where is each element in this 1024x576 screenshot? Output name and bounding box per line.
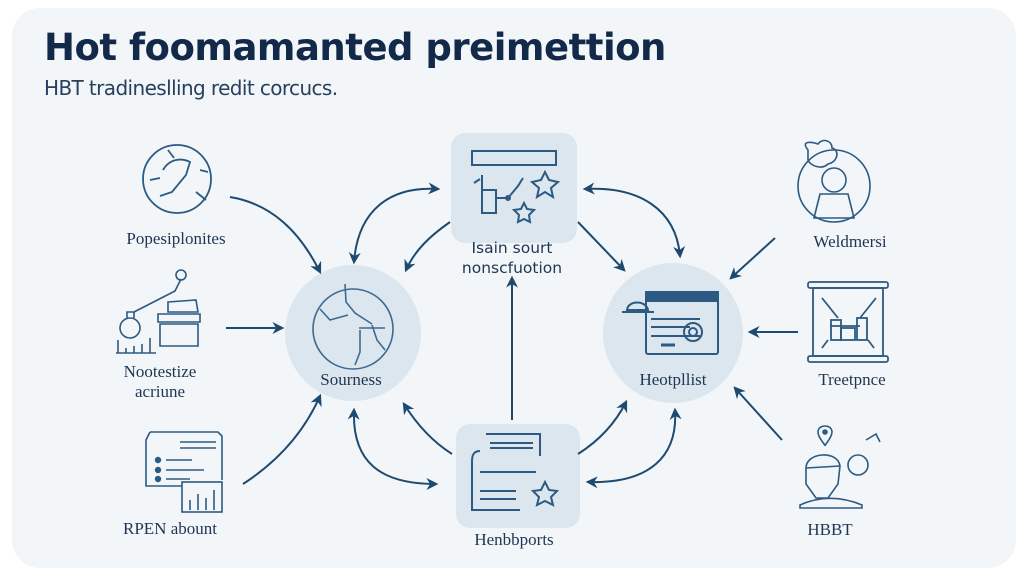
node-right-label: Heotpllist xyxy=(639,370,707,389)
node-left-label: Sourness xyxy=(320,370,382,389)
arrow-right-bottom xyxy=(733,386,783,441)
node-top-label: Isain sourt nonscfuotion xyxy=(462,238,562,278)
arrow-top-left-loop xyxy=(348,182,441,265)
presentation-board-icon xyxy=(807,281,889,363)
arrow-right-top xyxy=(729,237,776,280)
left-node-1-label: Popesiplonites xyxy=(126,229,226,248)
arrow-left-top xyxy=(229,196,322,275)
arrow-top-right-loop xyxy=(582,182,686,259)
arrow-bottom-left-loop xyxy=(347,407,439,490)
arrow-top-to-right xyxy=(577,221,626,272)
arrow-bottom-to-right xyxy=(577,399,628,455)
arrow-bottom-to-left xyxy=(402,401,453,455)
left-node-2-label-line2: acriune xyxy=(134,382,186,401)
page-subtitle: HBT tradineslling redit corcucs. xyxy=(44,76,338,100)
node-bottom-box[interactable] xyxy=(456,424,580,528)
node-left-circle[interactable] xyxy=(285,265,421,401)
arrow-top-to-left xyxy=(404,221,451,273)
document-chart-icon xyxy=(145,431,223,513)
right-node-1-label: Weldmersi xyxy=(813,232,887,251)
globe-map-icon xyxy=(312,283,394,370)
documents-badge-icon xyxy=(471,433,560,511)
arrow-left-bottom xyxy=(242,393,322,485)
diagram-stars-icon xyxy=(471,150,561,224)
person-location-icon xyxy=(799,425,881,509)
left-node-2-label-line1: Nootestize xyxy=(123,362,197,381)
left-node-2-label: Nootestize acriune xyxy=(124,362,197,402)
right-node-3-label: HBBT xyxy=(807,520,853,539)
node-top-label-line1: Isain sourt xyxy=(471,239,553,257)
node-top-label-line2: nonscfuotion xyxy=(461,259,563,277)
lab-equipment-icon xyxy=(116,269,201,354)
arrow-bottom-right-loop xyxy=(585,407,682,489)
right-node-2-label: Treetpnce xyxy=(818,370,886,389)
browser-window-icon xyxy=(622,291,719,355)
left-node-3-label: RPEN abount xyxy=(123,519,217,538)
node-top-box[interactable] xyxy=(451,133,577,243)
person-portrait-icon xyxy=(797,139,871,223)
compass-globe-icon xyxy=(142,144,212,214)
page-title: Hot foomamanted preimettion xyxy=(44,26,666,69)
node-bottom-label: Henbbports xyxy=(474,530,554,549)
